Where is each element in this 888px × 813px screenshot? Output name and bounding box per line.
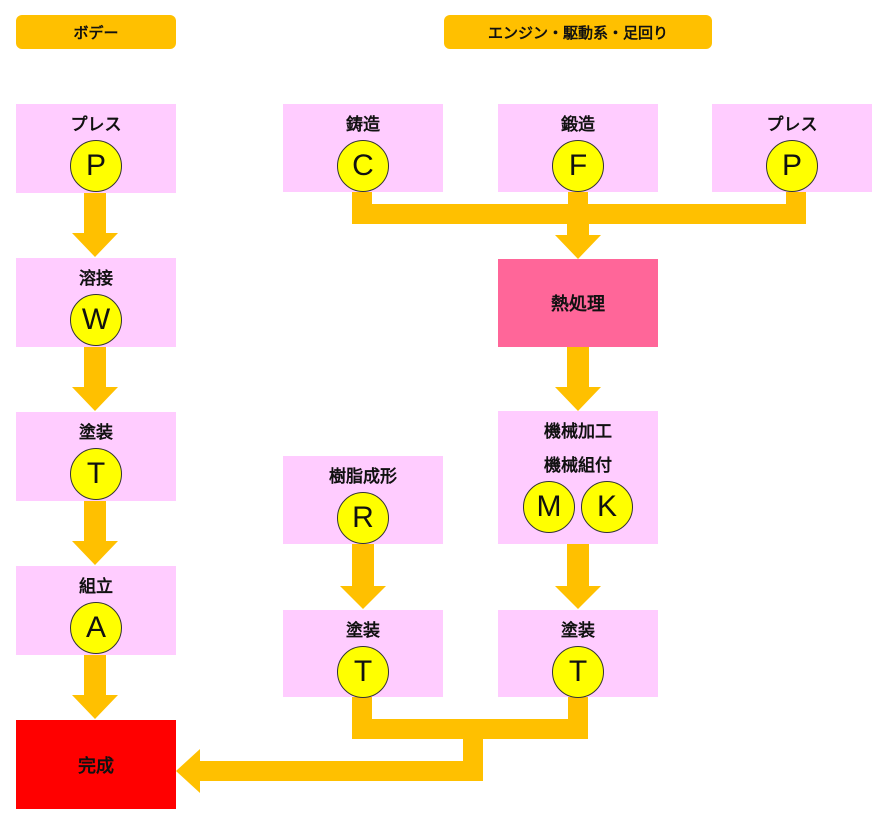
process-label: 鋳造 [346,115,380,135]
process-casting: 鋳造 C [283,104,443,192]
arrow-resin-to-painting [352,544,374,586]
arrow-welding-to-painting [84,347,106,387]
connector-bottom-horizontal [352,719,588,739]
machining-label: 機械加工 [544,422,612,442]
process-label: 塗装 [79,423,113,443]
header-engine-label: エンジン・駆動系・足回り [487,23,668,42]
process-finish: 完成 [16,720,176,809]
process-code-circle: M [523,481,575,533]
process-label: 樹脂成形 [329,467,397,487]
arrow-press-to-welding [84,193,106,233]
process-code-circle: T [552,646,604,698]
arrow-machining-to-painting-head [555,586,601,609]
heat-treatment-label: 熱処理 [551,294,605,315]
arrow-heat-to-machining-head [555,387,601,411]
arrow-to-heat-stem [567,224,589,236]
process-code-circle: P [70,140,122,192]
process-welding: 溶接 W [16,258,176,347]
process-heat-treatment: 熱処理 [498,259,658,347]
arrow-to-finish-stem [200,761,483,781]
arrow-welding-to-painting-head [72,387,118,411]
arrow-to-heat-head [555,235,601,259]
arrow-machining-to-painting [567,544,589,586]
process-label: 塗装 [346,621,380,641]
connector-top-horizontal [352,204,806,224]
process-code-circle: T [70,448,122,500]
process-forging: 鍛造 F [498,104,658,192]
process-resin-molding: 樹脂成形 R [283,456,443,544]
process-machining: 機械加工 機械組付 M K [498,411,658,544]
process-press-engine: プレス P [712,104,872,192]
arrow-painting-to-assembly-head [72,541,118,565]
process-code-circle: R [337,492,389,544]
header-body: ボデー [16,15,176,49]
arrow-resin-to-painting-head [340,586,386,609]
header-body-label: ボデー [73,23,119,42]
header-engine: エンジン・駆動系・足回り [444,15,712,49]
arrow-to-finish-head [176,749,200,793]
process-painting-machined: 塗装 T [498,610,658,698]
process-painting-resin: 塗装 T [283,610,443,698]
process-code-circle: P [766,140,818,192]
process-code-circle: W [70,294,122,346]
process-label: プレス [70,115,122,135]
process-label: 塗装 [561,621,595,641]
process-press-body: プレス P [16,104,176,193]
process-code-circle: A [70,602,122,654]
machine-assembly-label: 機械組付 [544,456,612,476]
process-label: 鍛造 [561,115,595,135]
process-code-circle: T [337,646,389,698]
process-painting-body: 塗装 T [16,412,176,501]
process-label: プレス [766,115,818,135]
process-code-circle: C [337,140,389,192]
arrow-assembly-to-finish [84,655,106,695]
arrow-heat-to-machining [567,347,589,387]
arrow-assembly-to-finish-head [72,695,118,719]
finish-label: 完成 [78,755,114,777]
process-assembly: 組立 A [16,566,176,655]
process-label: 溶接 [79,269,113,289]
process-code-circle: F [552,140,604,192]
arrow-press-to-welding-head [72,233,118,257]
arrow-painting-to-assembly [84,501,106,541]
process-code-circle: K [581,481,633,533]
process-label: 組立 [79,577,113,597]
